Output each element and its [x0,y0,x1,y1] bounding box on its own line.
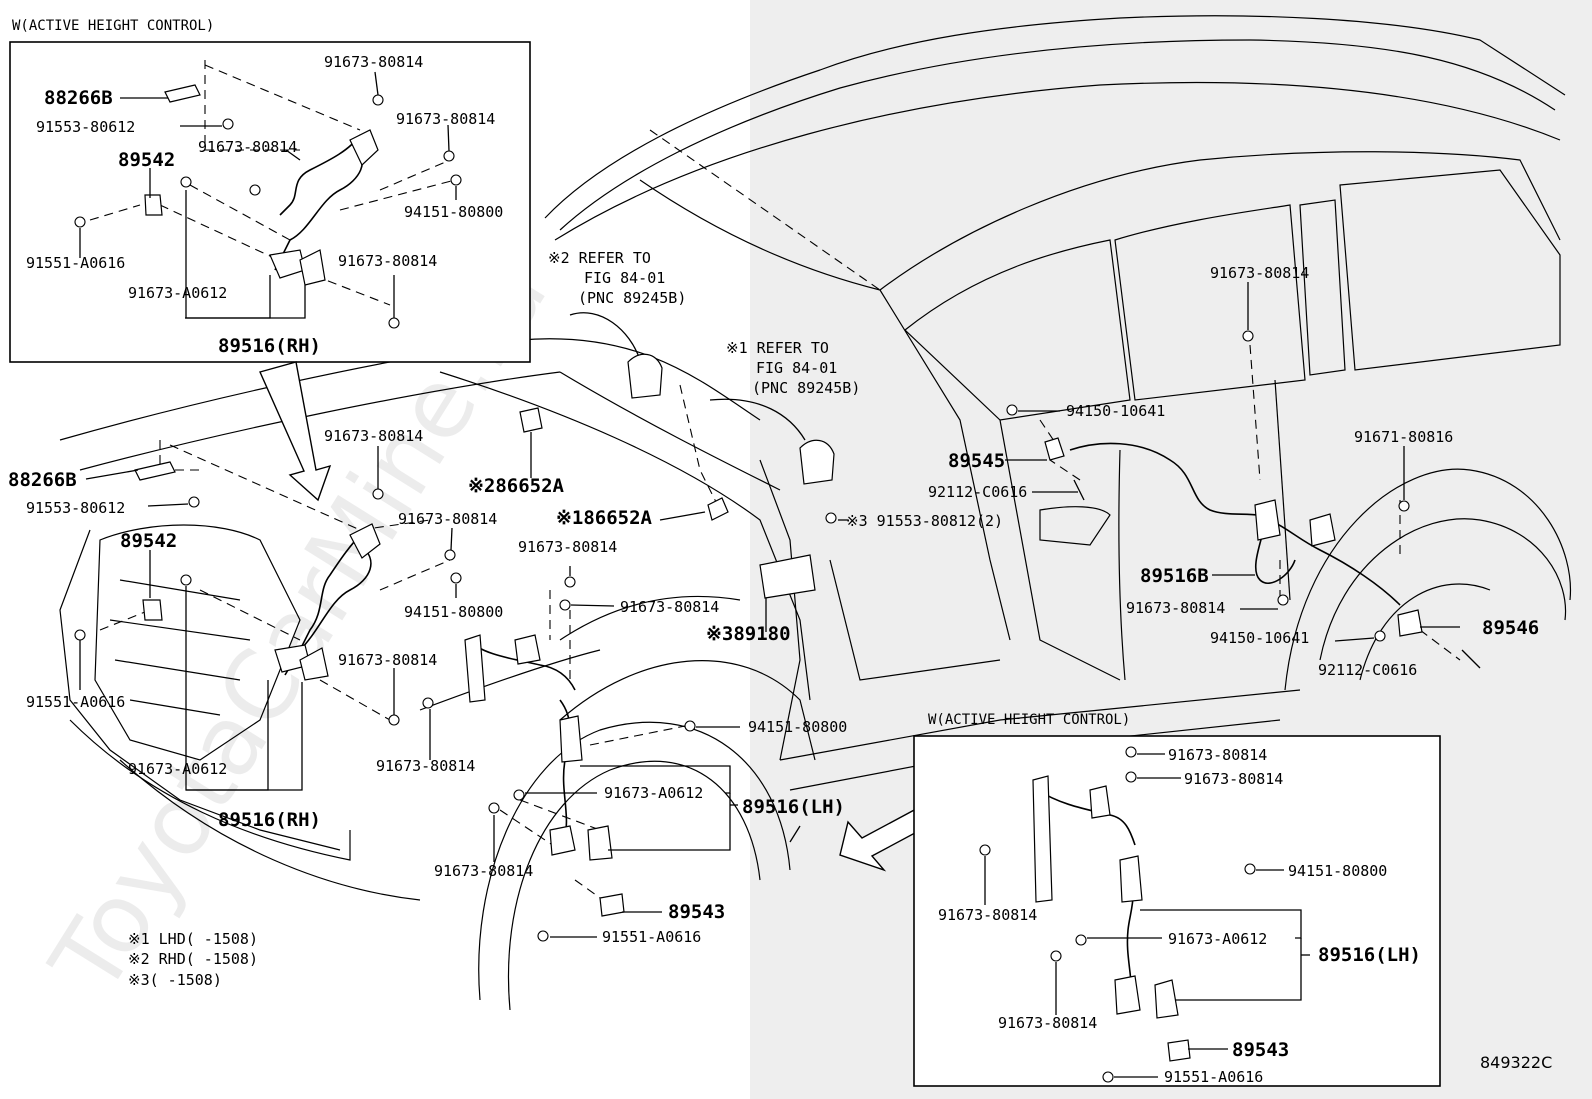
note-2: ※2 RHD( -1508) [128,950,258,968]
inset-top-left-labels: 88266B 91553-80612 89542 91551-A0616 916… [26,53,503,357]
label-91553-80812: ※3 91553-80812(2) [846,512,1003,530]
label-91553-80612: 91553-80612 [26,499,125,517]
ref1-line3: (PNC 89245B) [752,379,860,397]
label-89545: 89545 [948,450,1005,472]
inset-bottom-right-labels: 91673-80814 91673-80814 94151-80800 9167… [938,746,1421,1086]
label-94151-80800-c: 94151-80800 [748,718,847,736]
rear-labels: 91673-80814 94150-10641 89545 92112-C061… [846,264,1539,679]
label-91673-80814-fb: 91673-80814 [398,510,497,528]
label-89180: ※389180 [706,623,791,645]
label-91673-80814-inset-c: 91673-80814 [396,110,495,128]
ref2-line1: ※2 REFER TO [548,249,651,267]
label-89516lh: 89516(LH) [742,796,845,818]
label-91551-a0616-c: 91551-A0616 [602,928,701,946]
label-91673-a0612-c: 91673-A0612 [604,784,703,802]
arrow-tick [789,825,801,843]
label-91551-a0616: 91551-A0616 [26,693,125,711]
center-leaders [493,566,740,938]
label-91673-a0612-i: 91673-A0612 [1168,930,1267,948]
label-91673-80814-c2: 91673-80814 [620,598,719,616]
label-91673-80814-i3: 91673-80814 [938,906,1037,924]
label-94151-80800-inset: 94151-80800 [404,203,503,221]
front-rh-leaders [79,446,457,791]
ref1-line1: ※1 REFER TO [726,339,829,357]
diagram-code: 849322C [1480,1053,1552,1072]
label-91673-a0612: 91673-A0612 [128,760,227,778]
label-91673-80814-i1: 91673-80814 [1168,746,1267,764]
label-91673-80814-inset-a: 91673-80814 [324,53,423,71]
label-88266b-inset: 88266B [44,87,113,109]
label-94151-80800-i: 94151-80800 [1288,862,1387,880]
label-91673-80814-inset-b: 91673-80814 [198,138,297,156]
label-89543-i: 89543 [1232,1039,1289,1061]
center-labels: ※2 REFER TO FIG 84-01 (PNC 89245B) ※2866… [434,249,860,946]
label-91673-80814-c3: 91673-80814 [434,862,533,880]
label-91673-80814-r2: 91673-80814 [1126,599,1225,617]
label-89542-inset: 89542 [118,149,175,171]
front-rh-assembly [74,461,462,726]
label-94151-80800-f: 94151-80800 [404,603,503,621]
inset-caption-bottom: W(ACTIVE HEIGHT CONTROL) [928,712,1130,728]
label-91673-80814-inset-d: 91673-80814 [338,252,437,270]
inset-bottom-right-drawing [979,746,1256,1083]
label-91551-a0616-inset: 91551-A0616 [26,254,125,272]
inset-caption-top: W(ACTIVE HEIGHT CONTROL) [12,18,214,34]
label-91673-80814-fd: 91673-80814 [376,757,475,775]
label-89516b: 89516B [1140,565,1209,587]
ref2-line3: (PNC 89245B) [578,289,686,307]
label-89516lh-i: 89516(LH) [1318,944,1421,966]
inset-box-bottom-right [913,735,1441,1087]
label-91551-a0616-i: 91551-A0616 [1164,1068,1263,1086]
label-91673-80814-i4: 91673-80814 [998,1014,1097,1032]
note-3: ※3( -1508) [128,971,222,989]
label-88266b: 88266B [8,469,77,491]
ref1-line2: FIG 84-01 [756,359,837,377]
center-parts [464,312,848,942]
label-91673-a0612-inset: 91673-A0612 [128,284,227,302]
label-91673-80814-fa: 91673-80814 [324,427,423,445]
label-91553-80612-inset: 91553-80612 [36,118,135,136]
label-91673-80814-i2: 91673-80814 [1184,770,1283,788]
label-89516rh-inset: 89516(RH) [218,335,321,357]
label-89516rh: 89516(RH) [218,809,321,831]
inset-top-left-drawing [74,60,462,329]
label-94150-10641-r2: 94150-10641 [1210,629,1309,647]
label-89543: 89543 [668,901,725,923]
label-91673-80814-r1: 91673-80814 [1210,264,1309,282]
label-89542: 89542 [120,530,177,552]
label-91671-80816: 91671-80816 [1354,428,1453,446]
rear-assembly [1006,330,1481,669]
rear-leaders [1005,282,1460,642]
inset-bottom-right-leaders [984,753,1310,1078]
inset-arrow-top [259,361,332,502]
notes: ※1 LHD( -1508) ※2 RHD( -1508) ※3( -1508) [128,930,258,989]
label-86652a-1: ※186652A [556,507,653,529]
note-1: ※1 LHD( -1508) [128,930,258,948]
label-89546: 89546 [1482,617,1539,639]
label-86652a-2: ※286652A [468,475,565,497]
front-rh-labels: 88266B 91553-80612 89542 91551-A0616 916… [8,427,503,831]
ref2-line2: FIG 84-01 [584,269,665,287]
label-91673-80814-c1: 91673-80814 [518,538,617,556]
label-91673-80814-fc: 91673-80814 [338,651,437,669]
label-94150-10641-r1: 94150-10641 [1066,402,1165,420]
inset-top-left-leaders [79,71,457,319]
label-92112-c0616-r1: 92112-C0616 [928,483,1027,501]
label-92112-c0616-r2: 92112-C0616 [1318,661,1417,679]
